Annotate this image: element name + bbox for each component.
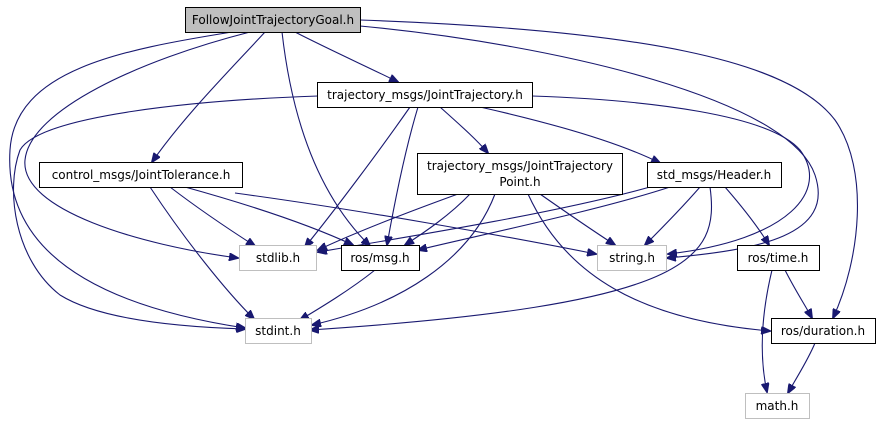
edge-jtp-to-ros-msg (405, 193, 471, 245)
node-stdlib[interactable]: stdlib.h (239, 245, 317, 271)
edge-joint-trajectory-to-header (479, 106, 660, 163)
edge-joint-trajectory-to-jtp (439, 106, 488, 153)
node-box (417, 153, 623, 195)
node-box (185, 7, 361, 33)
nodes: FollowJointTrajectoryGoal.h trajectory_m… (39, 7, 876, 419)
edge-root-to-ros-msg (281, 31, 370, 246)
node-math[interactable]: math.h (745, 393, 810, 419)
edge-joint-tolerance-to-stdint (149, 186, 254, 319)
node-joint-trajectory-point[interactable]: trajectory_msgs/JointTrajectory Point.h (417, 153, 623, 195)
node-ros-time[interactable]: ros/time.h (737, 245, 820, 271)
edges (9, 19, 858, 393)
node-label: trajectory_msgs/JointTrajectory.h (327, 88, 523, 102)
node-ros-duration[interactable]: ros/duration.h (771, 318, 876, 344)
edge-joint-trajectory-to-string (531, 95, 810, 254)
node-label: ros/msg.h (350, 251, 409, 265)
node-box (737, 245, 820, 271)
node-label: std_msgs/Header.h (657, 168, 771, 182)
node-label: ros/duration.h (781, 324, 865, 338)
edge-root-to-stdint (9, 31, 245, 328)
node-label: stdlib.h (256, 251, 300, 265)
edge-root-to-ros-duration (359, 19, 858, 318)
edge-joint-tolerance-to-stdlib (169, 186, 255, 246)
node-box (597, 245, 667, 271)
node-box (745, 393, 810, 419)
node-joint-tolerance[interactable]: control_msgs/JointTolerance.h (39, 162, 243, 188)
node-ros-msg[interactable]: ros/msg.h (341, 245, 420, 271)
edge-jtp-to-stdlib (318, 193, 459, 250)
edge-ros-duration-to-math (788, 342, 816, 393)
edge-joint-tolerance-to-string (234, 192, 596, 254)
node-follow-joint-trajectory-goal[interactable]: FollowJointTrajectoryGoal.h (185, 7, 361, 33)
edge-root-to-joint-tolerance (152, 31, 266, 162)
edge-header-to-string (645, 186, 701, 245)
node-box (317, 82, 533, 108)
node-joint-trajectory[interactable]: trajectory_msgs/JointTrajectory.h (317, 82, 533, 108)
node-std-msgs-header[interactable]: std_msgs/Header.h (647, 162, 782, 188)
edge-ros-time-to-math (762, 269, 773, 392)
edge-ros-msg-to-stdint (300, 269, 376, 320)
edge-joint-trajectory-to-ros-msg (387, 106, 419, 245)
edge-jtp-to-string (539, 193, 615, 245)
node-stdint[interactable]: stdint.h (245, 318, 312, 344)
node-label-line2: Point.h (499, 175, 540, 189)
node-box (647, 162, 782, 188)
edge-header-to-stdint (310, 186, 713, 330)
node-box (245, 318, 312, 344)
node-label: string.h (609, 251, 655, 265)
node-label: control_msgs/JointTolerance.h (52, 168, 231, 182)
edge-jtp-to-stdint (312, 193, 496, 325)
edge-joint-tolerance-to-ros-msg (184, 186, 353, 245)
edge-header-to-stdlib (318, 186, 651, 252)
node-label: ros/time.h (748, 251, 809, 265)
node-label: math.h (756, 399, 799, 413)
edge-joint-trajectory-to-stdlib (305, 106, 411, 247)
node-box (39, 162, 243, 188)
edge-header-to-ros-time (724, 186, 769, 245)
node-label: stdint.h (255, 324, 301, 338)
edge-joint-trajectory-to-stdint (12, 95, 319, 329)
node-label-line1: trajectory_msgs/JointTrajectory (427, 159, 613, 173)
node-label: FollowJointTrajectoryGoal.h (192, 13, 354, 27)
edge-jtp-to-ros-duration (527, 193, 770, 331)
edge-header-to-ros-msg (418, 186, 671, 250)
edge-ros-time-to-ros-duration (784, 269, 812, 318)
node-string[interactable]: string.h (597, 245, 667, 271)
edge-root-to-joint-trajectory (294, 31, 398, 82)
node-box (341, 245, 420, 271)
edge-root-to-stdlib (24, 31, 251, 258)
node-box (239, 245, 317, 271)
node-box (771, 318, 876, 344)
